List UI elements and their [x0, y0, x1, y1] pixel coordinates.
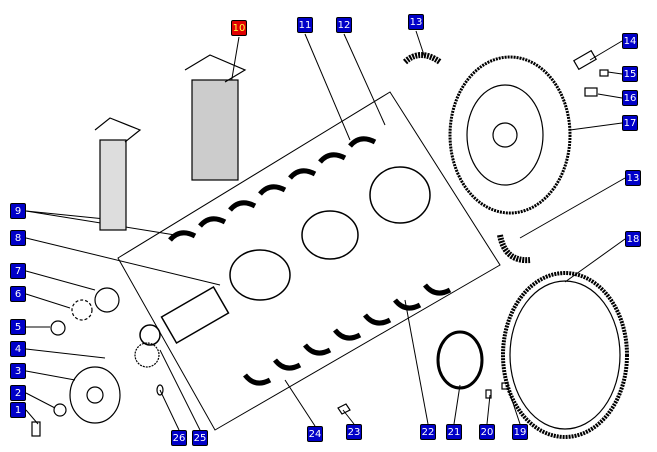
leader-lines	[25, 30, 626, 431]
callout-3[interactable]: 3	[10, 363, 26, 379]
bearing-group-frame	[117, 91, 501, 431]
small-hardware	[156, 49, 609, 415]
bearing-box-9	[94, 117, 142, 231]
lower-bearing-shells	[243, 283, 452, 386]
callout-1[interactable]: 1	[10, 402, 26, 418]
bearing-box-10	[184, 54, 247, 181]
crankshaft	[139, 166, 431, 346]
callout-18[interactable]: 18	[625, 231, 641, 247]
upper-bearing-shells	[168, 136, 377, 242]
callout-9[interactable]: 9	[10, 203, 26, 219]
seal-21	[436, 330, 484, 390]
callout-11[interactable]: 11	[297, 17, 313, 33]
callout-5[interactable]: 5	[10, 319, 26, 335]
callout-8[interactable]: 8	[10, 230, 26, 246]
thrust-washer-13a	[402, 52, 442, 65]
gear-pulley	[31, 287, 160, 437]
thrust-washer-13b	[497, 234, 531, 264]
callout-24[interactable]: 24	[307, 426, 323, 442]
callout-12[interactable]: 12	[336, 17, 352, 33]
callout-14[interactable]: 14	[622, 33, 638, 49]
ring-gear	[501, 271, 629, 439]
flywheel	[448, 55, 572, 215]
callout-13-top[interactable]: 13	[408, 14, 424, 30]
callout-25[interactable]: 25	[192, 430, 208, 446]
callout-6[interactable]: 6	[10, 286, 26, 302]
callout-21[interactable]: 21	[446, 424, 462, 440]
callout-16[interactable]: 16	[622, 90, 638, 106]
callout-13-right[interactable]: 13	[625, 170, 641, 186]
callout-26[interactable]: 26	[171, 430, 187, 446]
callout-20[interactable]: 20	[479, 424, 495, 440]
callout-17[interactable]: 17	[622, 115, 638, 131]
callout-2[interactable]: 2	[10, 385, 26, 401]
callout-15[interactable]: 15	[622, 66, 638, 82]
callout-10-selected[interactable]: 10	[231, 20, 247, 36]
callout-4[interactable]: 4	[10, 341, 26, 357]
callout-23[interactable]: 23	[346, 424, 362, 440]
callout-22[interactable]: 22	[420, 424, 436, 440]
callout-7[interactable]: 7	[10, 263, 26, 279]
callout-19[interactable]: 19	[512, 424, 528, 440]
